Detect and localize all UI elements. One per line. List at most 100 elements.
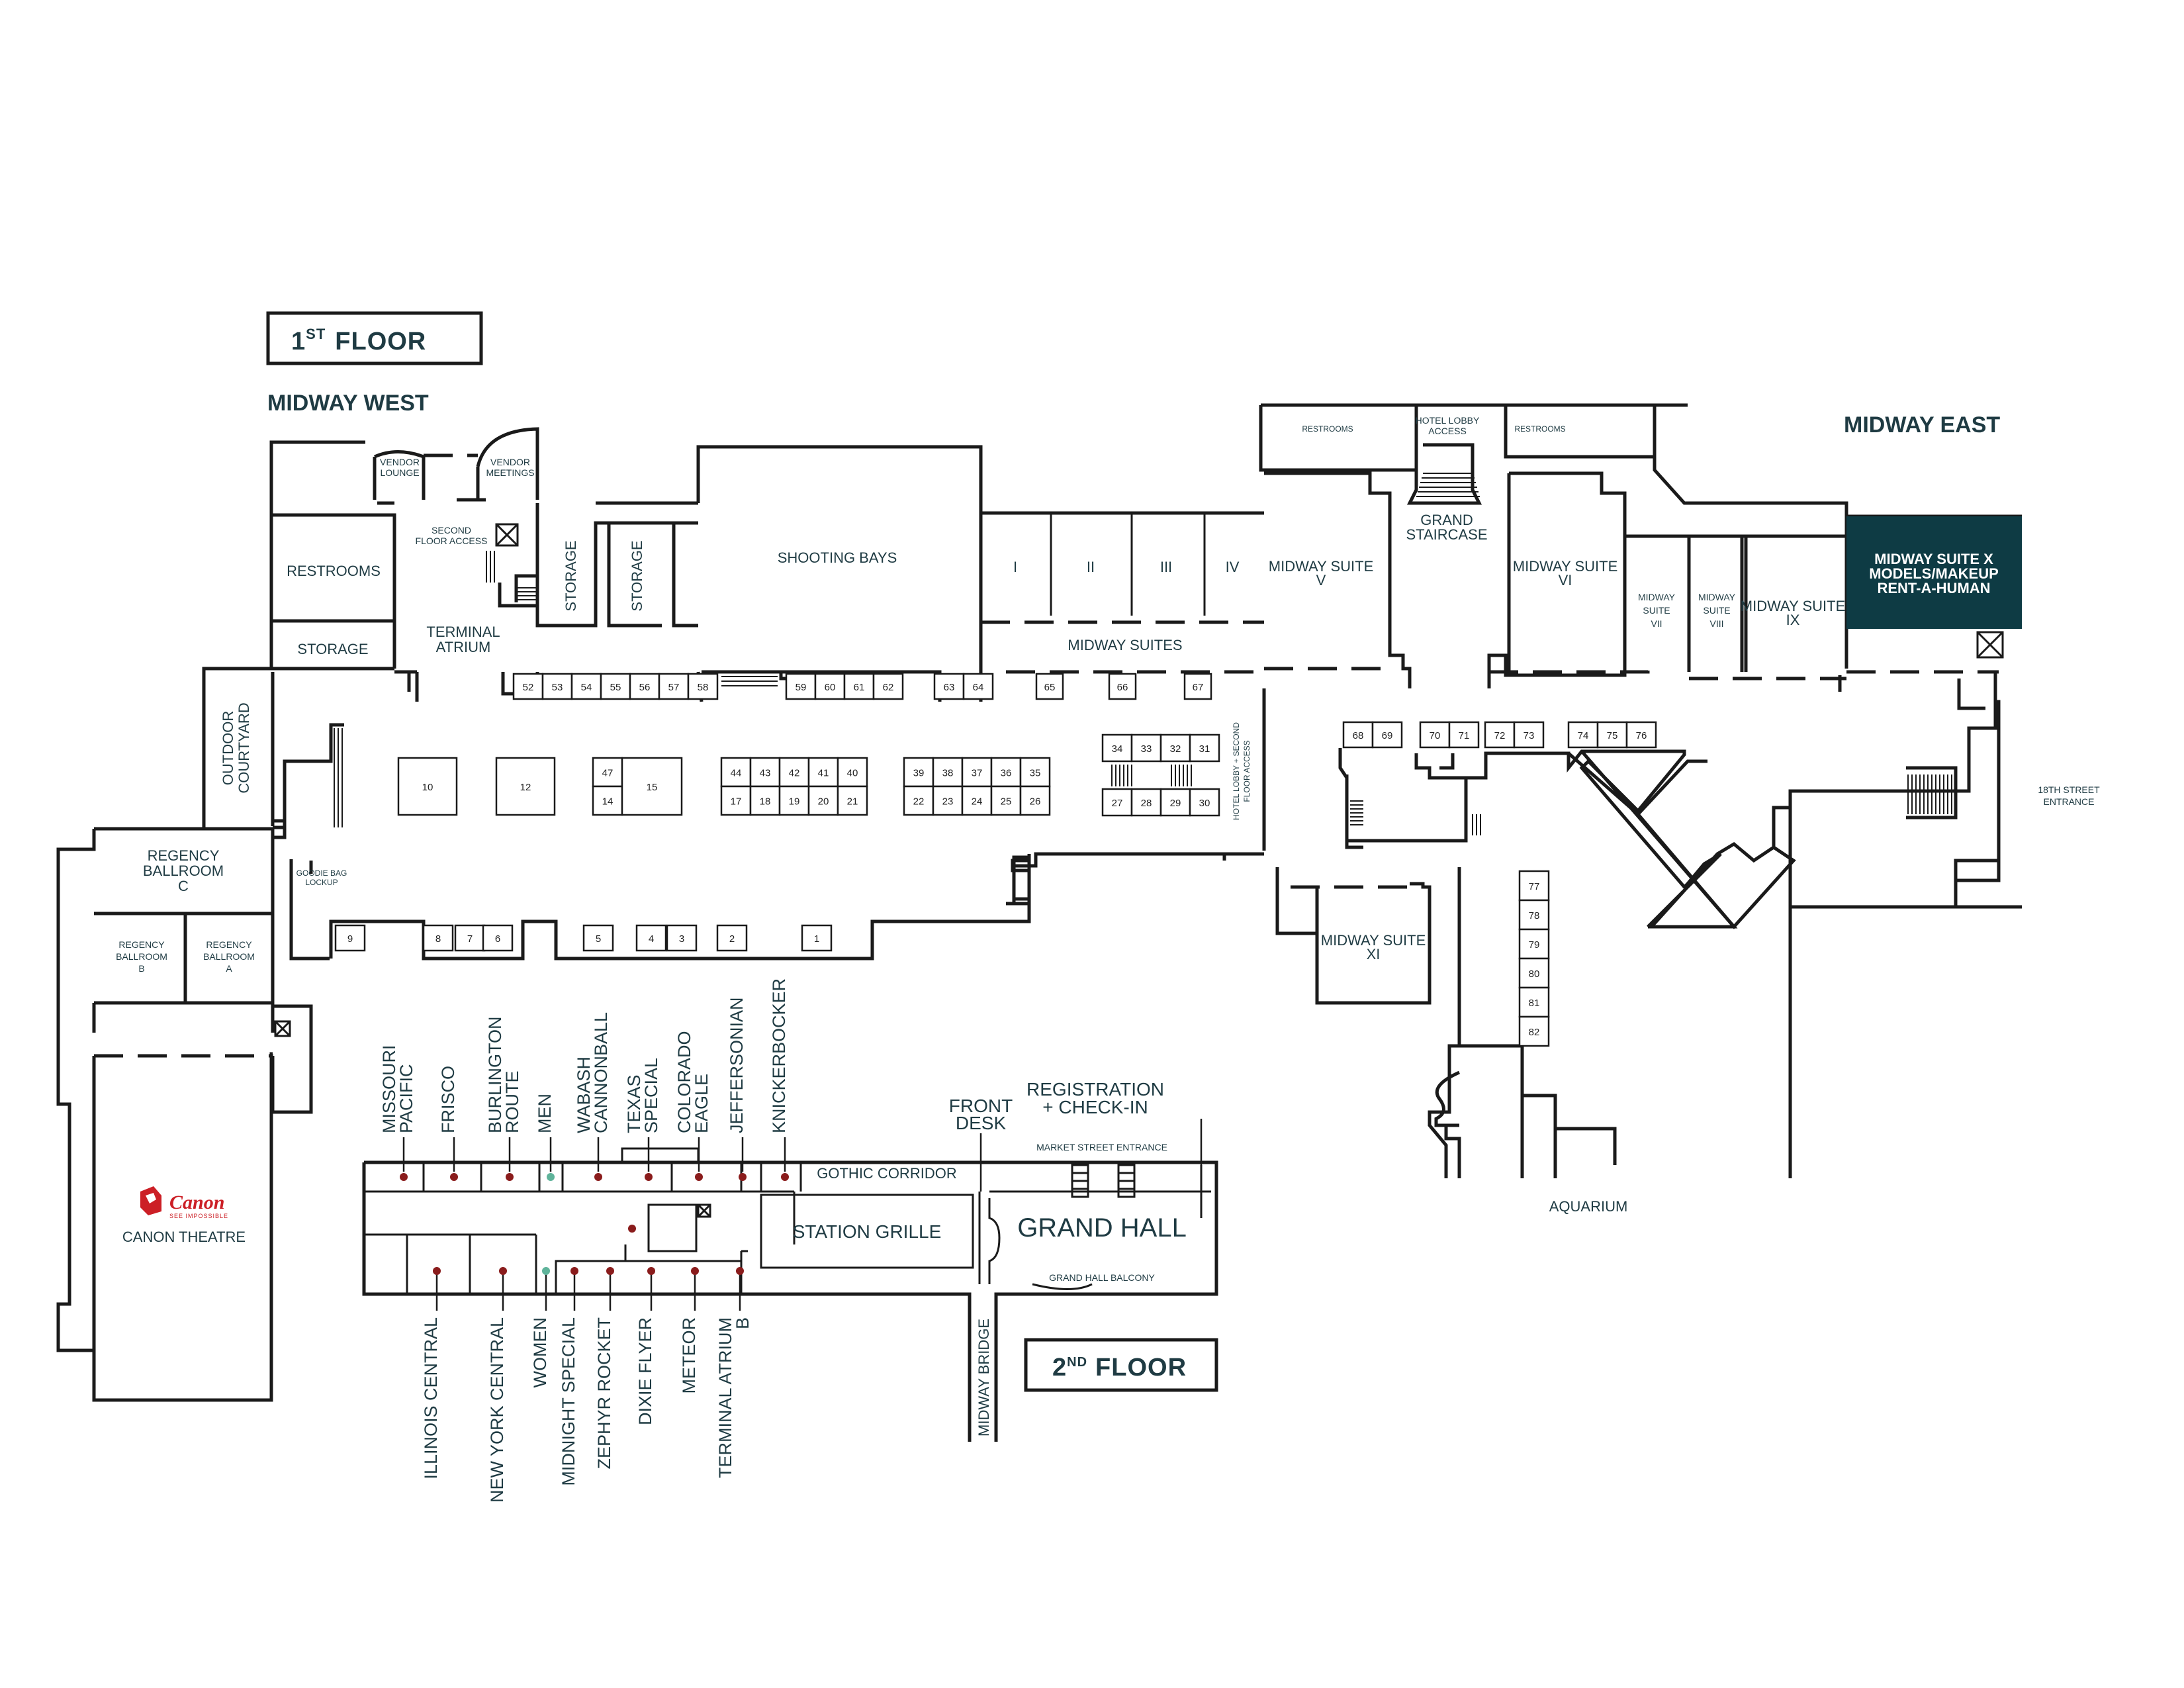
booth-64[interactable]: 64 [962, 673, 994, 700]
booth-69[interactable]: 69 [1371, 721, 1403, 749]
grand-hall-balcony-label: GRAND HALL BALCONY [1049, 1272, 1155, 1283]
booth-4[interactable]: 4 [635, 924, 667, 952]
booth-6[interactable]: 6 [482, 924, 514, 952]
booth-55[interactable]: 55 [600, 673, 631, 700]
booth-24[interactable]: 24 [961, 785, 993, 816]
booth-65[interactable]: 65 [1035, 673, 1064, 700]
booth-24-box [961, 785, 993, 816]
booth-19[interactable]: 19 [778, 785, 810, 816]
booth-78-box [1518, 899, 1550, 931]
booth-68[interactable]: 68 [1342, 721, 1374, 749]
booth-75[interactable]: 75 [1596, 721, 1628, 749]
booth-20[interactable]: 20 [807, 785, 839, 816]
booth-67[interactable]: 67 [1183, 673, 1212, 700]
bay-4-label: IV [1226, 559, 1240, 575]
booth-8[interactable]: 8 [422, 924, 454, 952]
booth-58[interactable]: 58 [687, 673, 719, 700]
restrooms-west-label: RESTROOMS [287, 563, 381, 579]
booth-43[interactable]: 43 [749, 757, 781, 788]
booth-22[interactable]: 22 [903, 785, 934, 816]
booth-10[interactable]: 10 [397, 757, 458, 816]
booth-25[interactable]: 25 [990, 785, 1022, 816]
booth-62[interactable]: 62 [872, 673, 904, 700]
booth-75-box [1596, 721, 1628, 749]
floor2-base: 2 [1052, 1354, 1067, 1382]
booth-39[interactable]: 39 [903, 757, 934, 788]
sf-terminal-atrium-b-pin-icon [736, 1267, 744, 1275]
booth-58-box [687, 673, 719, 700]
booth-2[interactable]: 2 [716, 924, 748, 952]
booth-66[interactable]: 66 [1108, 673, 1137, 700]
booth-31-box [1189, 733, 1220, 763]
booth-41[interactable]: 41 [807, 757, 839, 788]
booth-80[interactable]: 80 [1518, 957, 1550, 989]
grand-staircase-label-2: STAIRCASE [1406, 526, 1487, 543]
booth-35[interactable]: 35 [1019, 757, 1051, 788]
booth-7[interactable]: 7 [454, 924, 486, 952]
booth-47[interactable]: 47 [592, 757, 623, 788]
booth-36[interactable]: 36 [990, 757, 1022, 788]
booth-12[interactable]: 12 [495, 757, 556, 816]
booth-5[interactable]: 5 [582, 924, 614, 952]
booth-40[interactable]: 40 [837, 757, 868, 788]
booth-26[interactable]: 26 [1019, 785, 1051, 816]
booth-53[interactable]: 53 [541, 673, 573, 700]
booth-78[interactable]: 78 [1518, 899, 1550, 931]
booth-30[interactable]: 30 [1189, 788, 1220, 817]
booth-66-box [1108, 673, 1137, 700]
booth-61-box [843, 673, 875, 700]
booth-73[interactable]: 73 [1513, 721, 1545, 749]
booth-18[interactable]: 18 [749, 785, 781, 816]
booth-42[interactable]: 42 [778, 757, 810, 788]
booth-15[interactable]: 15 [621, 757, 683, 816]
sf-zephyr-rocket-pin-icon [606, 1267, 614, 1275]
booth-70[interactable]: 70 [1419, 721, 1451, 749]
booth-23[interactable]: 23 [932, 785, 964, 816]
booth-56[interactable]: 56 [629, 673, 660, 700]
booth-29[interactable]: 29 [1160, 788, 1191, 817]
booth-63[interactable]: 63 [933, 673, 965, 700]
booth-21-box [837, 785, 868, 816]
booth-72[interactable]: 72 [1484, 721, 1516, 749]
booth-71[interactable]: 71 [1448, 721, 1480, 749]
booth-28[interactable]: 28 [1130, 788, 1162, 817]
booth-34[interactable]: 34 [1101, 733, 1133, 763]
booth-37[interactable]: 37 [961, 757, 993, 788]
booth-76[interactable]: 76 [1625, 721, 1657, 749]
booth-31[interactable]: 31 [1189, 733, 1220, 763]
booth-57[interactable]: 57 [658, 673, 690, 700]
floor2-word: FLOOR [1095, 1354, 1187, 1382]
booth-80-box [1518, 957, 1550, 989]
booth-82[interactable]: 82 [1518, 1015, 1550, 1047]
booth-9[interactable]: 9 [334, 924, 366, 952]
booth-37-label: 37 [972, 768, 983, 779]
booth-81[interactable]: 81 [1518, 986, 1550, 1018]
booth-60[interactable]: 60 [814, 673, 846, 700]
booth-32[interactable]: 32 [1160, 733, 1191, 763]
vendor-lounge-label-1: VENDOR [380, 457, 420, 467]
booth-38[interactable]: 38 [932, 757, 964, 788]
booth-1[interactable]: 1 [801, 924, 833, 952]
booth-79[interactable]: 79 [1518, 928, 1550, 960]
booth-27[interactable]: 27 [1101, 788, 1133, 817]
booth-77[interactable]: 77 [1518, 870, 1550, 902]
midway-suite-vi-label-1: MIDWAY SUITE [1513, 558, 1618, 575]
booth-44[interactable]: 44 [720, 757, 752, 788]
booth-21[interactable]: 21 [837, 785, 868, 816]
booth-62-label: 62 [883, 682, 894, 693]
booth-78-label: 78 [1529, 910, 1540, 921]
booth-57-box [658, 673, 690, 700]
booth-3[interactable]: 3 [666, 924, 698, 952]
booth-5-box [582, 924, 614, 952]
booth-54[interactable]: 54 [570, 673, 602, 700]
booth-76-label: 76 [1636, 730, 1647, 741]
booth-17[interactable]: 17 [720, 785, 752, 816]
booth-26-label: 26 [1030, 796, 1041, 808]
booth-33[interactable]: 33 [1130, 733, 1162, 763]
sf-burlington-route-label-1: BURLINGTON [485, 1016, 505, 1133]
booth-14[interactable]: 14 [592, 785, 623, 816]
booth-59[interactable]: 59 [785, 673, 817, 700]
booth-74[interactable]: 74 [1567, 721, 1599, 749]
booth-61[interactable]: 61 [843, 673, 875, 700]
booth-52[interactable]: 52 [512, 673, 544, 700]
